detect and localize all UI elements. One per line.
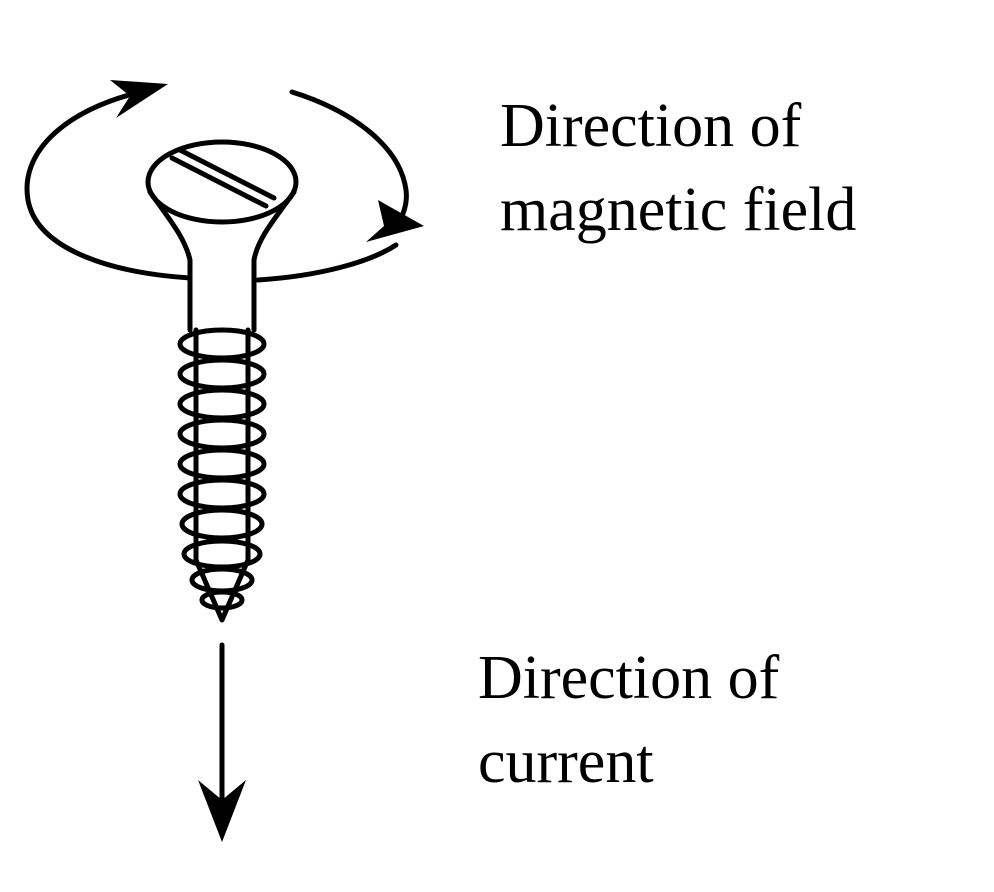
current-label-line2: current xyxy=(478,728,654,796)
field-arrowhead-right-icon xyxy=(366,200,424,242)
screw-threads xyxy=(177,327,267,611)
current-label-line1: Direction of xyxy=(478,644,780,712)
magnetic-field-label-line1: Direction of xyxy=(500,92,802,160)
arrow-down-icon xyxy=(198,642,246,842)
screw-slot-line-2 xyxy=(177,147,277,201)
field-arrowhead-top-icon xyxy=(110,80,168,118)
magnetic-field-label-line2: magnetic field xyxy=(500,176,857,244)
screw-neck xyxy=(147,189,193,333)
screw-neck-right xyxy=(251,189,297,333)
screw-slot-line-1 xyxy=(169,155,269,209)
field-loop-front-arc xyxy=(255,242,399,283)
screw-tip xyxy=(193,557,251,623)
screw-icon xyxy=(145,139,299,623)
magnetic-field-label: Direction of magnetic field xyxy=(500,84,856,252)
current-label: Direction of current xyxy=(478,636,779,804)
field-loop-left-arc xyxy=(24,89,193,281)
